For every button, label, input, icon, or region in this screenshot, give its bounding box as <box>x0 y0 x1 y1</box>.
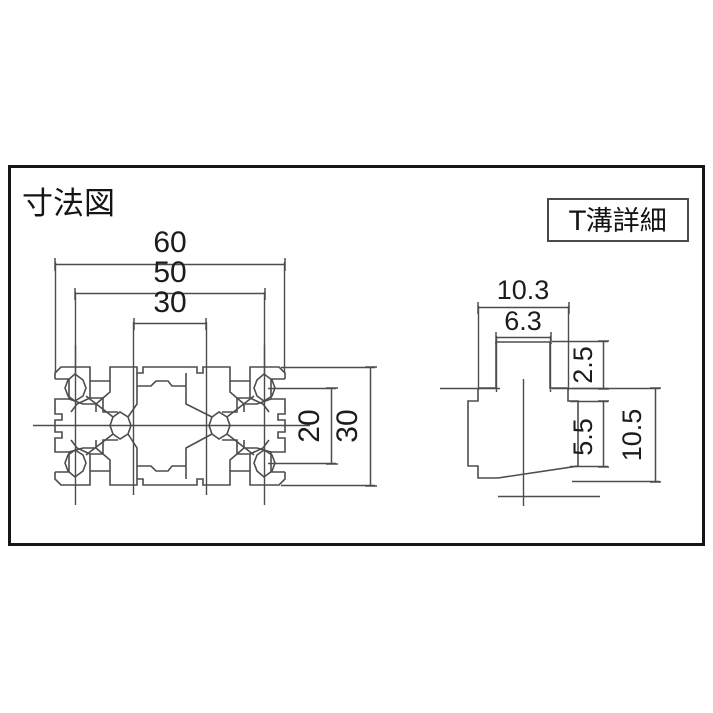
rib-top-left <box>85 395 114 418</box>
rib-top-right <box>226 395 255 418</box>
rib-bottom-right <box>226 433 255 456</box>
rib-bottom-left <box>85 433 114 456</box>
center-chamber-bottom <box>127 433 213 479</box>
dimension-30-vertical: 30 <box>281 366 377 487</box>
detail-badge: T溝詳細 <box>547 198 689 242</box>
profile-outline-right <box>270 378 286 473</box>
side-web-left-top <box>68 381 111 412</box>
dimension-30-horizontal: 30 <box>132 286 208 495</box>
tslot-detail-view: 10.3 6.3 2.5 <box>440 275 661 506</box>
profile-outline-top <box>54 366 286 382</box>
dimension-6-3: 6.3 <box>495 306 552 392</box>
dim55-label: 5.5 <box>568 418 598 456</box>
side-web-right-top <box>229 381 272 412</box>
detail-badge-box <box>547 198 689 242</box>
side-web-right-bottom <box>229 440 272 471</box>
dim60-label: 60 <box>153 226 186 259</box>
dimension-20-vertical: 20 <box>268 387 338 465</box>
tslot-left-wall <box>467 388 498 479</box>
profile-outline-left <box>54 378 70 473</box>
page-title: 寸法図 <box>22 186 115 222</box>
extrusion-profile-view: 60 50 30 <box>33 226 377 505</box>
dim50-label: 50 <box>153 256 186 289</box>
dim25-label: 2.5 <box>568 346 598 384</box>
dimension-2-5: 2.5 <box>552 340 609 390</box>
dim105-label: 10.5 <box>617 409 647 462</box>
dimension-5-5: 5.5 <box>568 400 609 468</box>
dim30h-label: 30 <box>153 286 186 319</box>
center-chamber-top <box>127 373 213 418</box>
dimension-50: 50 <box>74 256 266 374</box>
dimension-10-5: 10.5 <box>572 387 661 483</box>
dim63-label: 6.3 <box>504 306 542 336</box>
dim103-label: 10.3 <box>497 275 550 305</box>
dimension-60: 60 <box>54 226 286 372</box>
dim20-label: 20 <box>293 409 326 442</box>
bolt-hole-bottom-left <box>64 449 87 479</box>
side-web-left-bottom <box>68 440 111 471</box>
dim30v-label: 30 <box>331 409 364 442</box>
bolt-hole-bottom-right <box>253 449 276 479</box>
detail-badge-label: T溝詳細 <box>568 206 667 237</box>
bolt-hole-top-right <box>253 372 276 402</box>
profile-outline-bottom <box>54 470 286 486</box>
dimension-10-3: 10.3 <box>477 275 570 390</box>
bolt-hole-top-left <box>64 372 87 402</box>
